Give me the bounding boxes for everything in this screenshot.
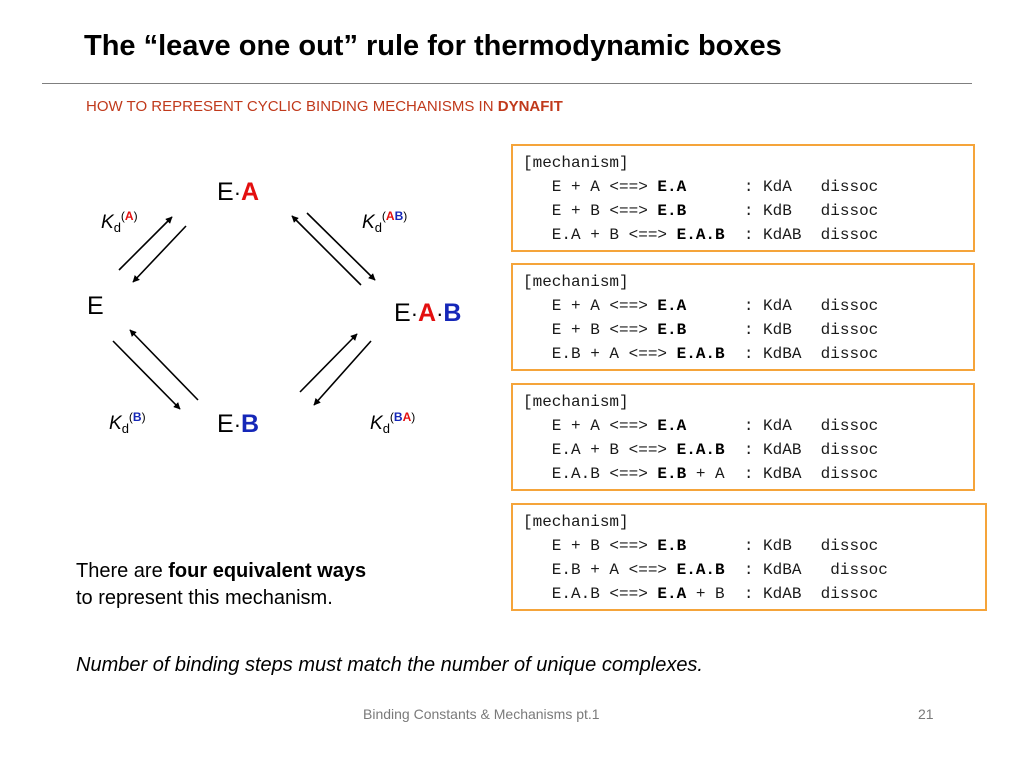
mechanism-line: E + B <==> E.B : KdB dissoc — [523, 318, 973, 342]
node-eb: E·B — [217, 410, 260, 438]
arrow-pair-eb-eab — [299, 333, 372, 406]
mechanism-text: E.B + A <==> — [523, 561, 677, 579]
mechanism-text: E + A <==> — [523, 417, 658, 435]
mechanism-line: E + A <==> E.A : KdA dissoc — [523, 294, 973, 318]
mechanism-text: : KdBA dissoc — [724, 561, 888, 579]
node-ea: E·A — [217, 178, 260, 206]
mechanism-text: + A : KdBA dissoc — [686, 465, 879, 483]
binding-steps-note: Number of binding steps must match the n… — [76, 654, 703, 676]
mechanism-box-1: [mechanism] E + A <==> E.A : KdA dissoc … — [511, 144, 975, 252]
complex-name: E.A.B — [676, 345, 725, 363]
complex-name: E.A — [657, 178, 687, 196]
mechanism-line: E.B + A <==> E.A.B : KdBA dissoc — [523, 558, 985, 582]
mechanism-box-2: [mechanism] E + A <==> E.A : KdA dissoc … — [511, 263, 975, 371]
mechanism-text: E + A <==> — [523, 178, 658, 196]
complex-name: E.B — [657, 465, 687, 483]
mechanism-line: [mechanism] — [523, 270, 973, 294]
mechanism-text: : KdAB dissoc — [724, 226, 879, 244]
mechanism-line: E.B + A <==> E.A.B : KdBA dissoc — [523, 342, 973, 366]
mechanism-text: E.A + B <==> — [523, 226, 677, 244]
mechanism-text: E.A + B <==> — [523, 441, 677, 459]
mechanism-text: E + B <==> — [523, 202, 658, 220]
mechanism-text: : KdBA dissoc — [724, 345, 879, 363]
mechanism-line: E.A + B <==> E.A.B : KdAB dissoc — [523, 223, 973, 247]
mechanism-line: [mechanism] — [523, 151, 973, 175]
kd-a-label: Kd(A) — [101, 209, 138, 235]
mechanism-line: E + A <==> E.A : KdA dissoc — [523, 414, 973, 438]
complex-name: E.A — [657, 417, 687, 435]
mechanism-text: E + B <==> — [523, 537, 658, 555]
mechanism-line: [mechanism] — [523, 390, 973, 414]
complex-name: E.A — [657, 585, 687, 603]
mechanism-line: E.A.B <==> E.B + A : KdBA dissoc — [523, 462, 973, 486]
complex-name: E.A.B — [676, 226, 725, 244]
mechanism-text: : KdAB dissoc — [724, 441, 879, 459]
slide-subtitle: HOW TO REPRESENT CYCLIC BINDING MECHANIS… — [86, 98, 563, 115]
mechanism-line: E + A <==> E.A : KdA dissoc — [523, 175, 973, 199]
complex-name: E.B — [657, 321, 687, 339]
mechanism-text: E.B + A <==> — [523, 345, 677, 363]
subtitle-dynafit: DYNAFIT — [497, 98, 563, 115]
title-divider — [42, 83, 972, 84]
arrow-pair-e-eb — [112, 329, 199, 410]
page-number: 21 — [918, 706, 934, 722]
mechanism-line: [mechanism] — [523, 510, 985, 534]
complex-name: E.B — [657, 202, 687, 220]
mechanism-text: [mechanism] — [523, 513, 629, 531]
mechanism-text: E + B <==> — [523, 321, 658, 339]
mechanism-text: : KdB dissoc — [686, 202, 879, 220]
mechanism-line: E + B <==> E.B : KdB dissoc — [523, 534, 985, 558]
arrow-pair-ea-eab — [291, 212, 376, 286]
kd-b-label: Kd(B) — [109, 410, 146, 436]
mechanism-line: E + B <==> E.B : KdB dissoc — [523, 199, 973, 223]
mechanism-text: + B : KdAB dissoc — [686, 585, 879, 603]
kd-ba-label: Kd(BA) — [370, 410, 416, 436]
mechanism-text: : KdA dissoc — [686, 417, 879, 435]
mechanism-text: [mechanism] — [523, 273, 629, 291]
mechanism-text: [mechanism] — [523, 154, 629, 172]
kd-ab-label: Kd(AB) — [362, 209, 408, 235]
mechanism-text: : KdA dissoc — [686, 297, 879, 315]
mechanism-box-3: [mechanism] E + A <==> E.A : KdA dissoc … — [511, 383, 975, 491]
complex-name: E.A.B — [676, 441, 725, 459]
node-eab: E·A·B — [394, 299, 462, 327]
node-e: E — [87, 292, 104, 320]
mechanism-text: [mechanism] — [523, 393, 629, 411]
mechanism-text: E.A.B <==> — [523, 465, 658, 483]
slide-title: The “leave one out” rule for thermodynam… — [84, 30, 782, 62]
mechanism-text: : KdB dissoc — [686, 537, 879, 555]
arrow-pair-e-ea — [118, 216, 187, 283]
mechanism-text: : KdB dissoc — [686, 321, 879, 339]
subtitle-text: HOW TO REPRESENT CYCLIC BINDING MECHANIS… — [86, 98, 498, 115]
mechanism-line: E.A.B <==> E.A + B : KdAB dissoc — [523, 582, 985, 606]
complex-name: E.A — [657, 297, 687, 315]
mechanism-text: E.A.B <==> — [523, 585, 658, 603]
complex-name: E.B — [657, 537, 687, 555]
footer-text: Binding Constants & Mechanisms pt.1 — [363, 706, 600, 722]
mechanism-text: E + A <==> — [523, 297, 658, 315]
mechanism-line: E.A + B <==> E.A.B : KdAB dissoc — [523, 438, 973, 462]
mechanism-text: : KdA dissoc — [686, 178, 879, 196]
complex-name: E.A.B — [676, 561, 725, 579]
mechanism-box-4: [mechanism] E + B <==> E.B : KdB dissoc … — [511, 503, 987, 611]
